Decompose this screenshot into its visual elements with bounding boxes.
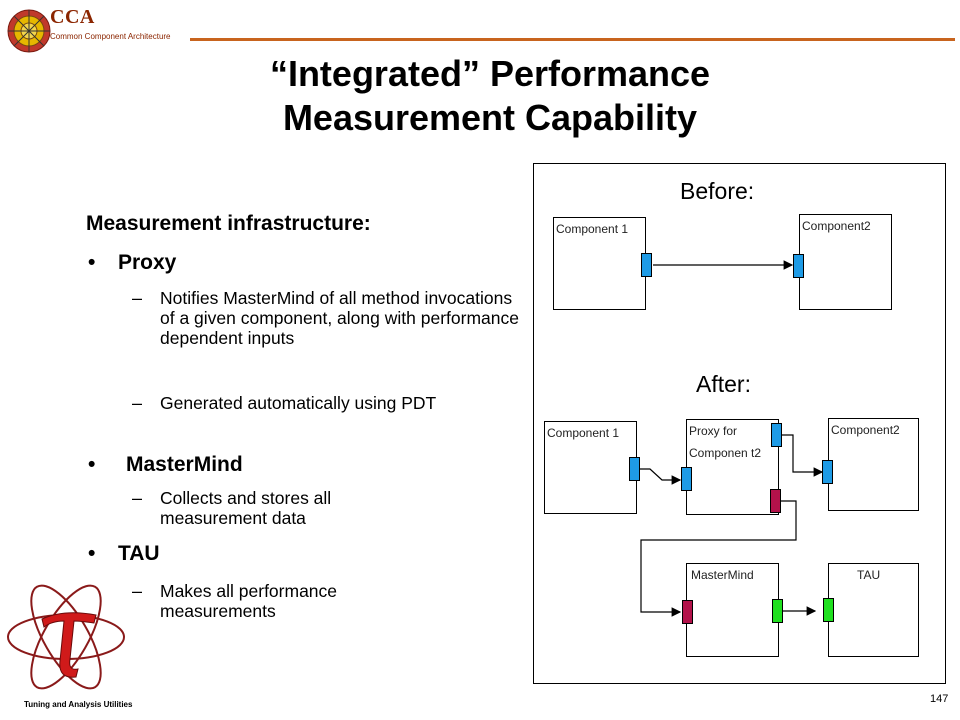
- bullet-symbol: •: [88, 251, 96, 274]
- before-component1-box: Component 1: [553, 217, 646, 310]
- slide-title: “Integrated” Performance Measurement Cap…: [150, 52, 830, 140]
- tau-logo-icon: [7, 584, 125, 690]
- before-label: Before:: [680, 178, 755, 204]
- title-line-1: “Integrated” Performance: [269, 53, 711, 94]
- provides-port: [681, 467, 692, 491]
- diagram-frame: [533, 163, 946, 684]
- provides-port: [793, 254, 804, 278]
- proxy-box: Proxy for Componen t2: [686, 419, 779, 515]
- cca-logo-subtitle: Common Component Architecture: [50, 32, 171, 41]
- bullet-tau: TAU: [118, 542, 160, 565]
- mastermind-provides-port: [682, 600, 693, 624]
- bullet-symbol: •: [88, 542, 96, 565]
- tau-provides-port: [823, 598, 834, 622]
- proxy-label: Proxy for Componen t2: [689, 424, 762, 460]
- mastermind-box: MasterMind: [686, 563, 779, 657]
- header-divider: [190, 38, 955, 41]
- uses-port: [771, 423, 782, 447]
- tau-uses-port: [772, 599, 783, 623]
- cca-logo-text: CCA: [50, 6, 95, 28]
- mastermind-uses-port: [770, 489, 781, 513]
- after-component2-box: Component2: [828, 418, 919, 511]
- mastermind-label: MasterMind: [691, 568, 754, 582]
- component-label: Component 1: [556, 222, 629, 236]
- tau-subitem-1: Makes all performance measurements: [160, 581, 338, 621]
- tau-label: TAU: [857, 568, 881, 582]
- bullet-mastermind: MasterMind: [126, 453, 243, 476]
- bullet-proxy: Proxy: [118, 251, 177, 274]
- proxy-subitem-1: Notifies MasterMind of all method invoca…: [160, 288, 519, 348]
- title-line-2: Measurement Capability: [282, 97, 698, 138]
- dash-symbol: –: [132, 393, 143, 413]
- tau-logo-text: Tuning and Analysis Utilities: [24, 700, 133, 709]
- dash-symbol: –: [132, 488, 143, 508]
- after-component1-box: Component 1: [544, 421, 637, 514]
- component-label: Component 1: [547, 426, 620, 440]
- proxy-subitem-2: Generated automatically using PDT: [160, 393, 437, 413]
- dash-symbol: –: [132, 581, 143, 601]
- mastermind-subitem-1: Collects and stores all measurement data: [160, 488, 332, 528]
- cca-logo-icon: [7, 9, 51, 53]
- uses-port: [641, 253, 652, 277]
- tau-box: TAU: [828, 563, 919, 657]
- component-label: Component2: [831, 423, 900, 437]
- provides-port: [822, 460, 833, 484]
- bullet-symbol: •: [88, 453, 96, 476]
- dash-symbol: –: [132, 288, 143, 308]
- uses-port: [629, 457, 640, 481]
- before-component2-box: Component2: [799, 214, 892, 310]
- after-label: After:: [696, 371, 751, 397]
- content-heading: Measurement infrastructure:: [86, 212, 371, 235]
- page-number: 147: [930, 693, 949, 705]
- component-label: Component2: [802, 219, 871, 233]
